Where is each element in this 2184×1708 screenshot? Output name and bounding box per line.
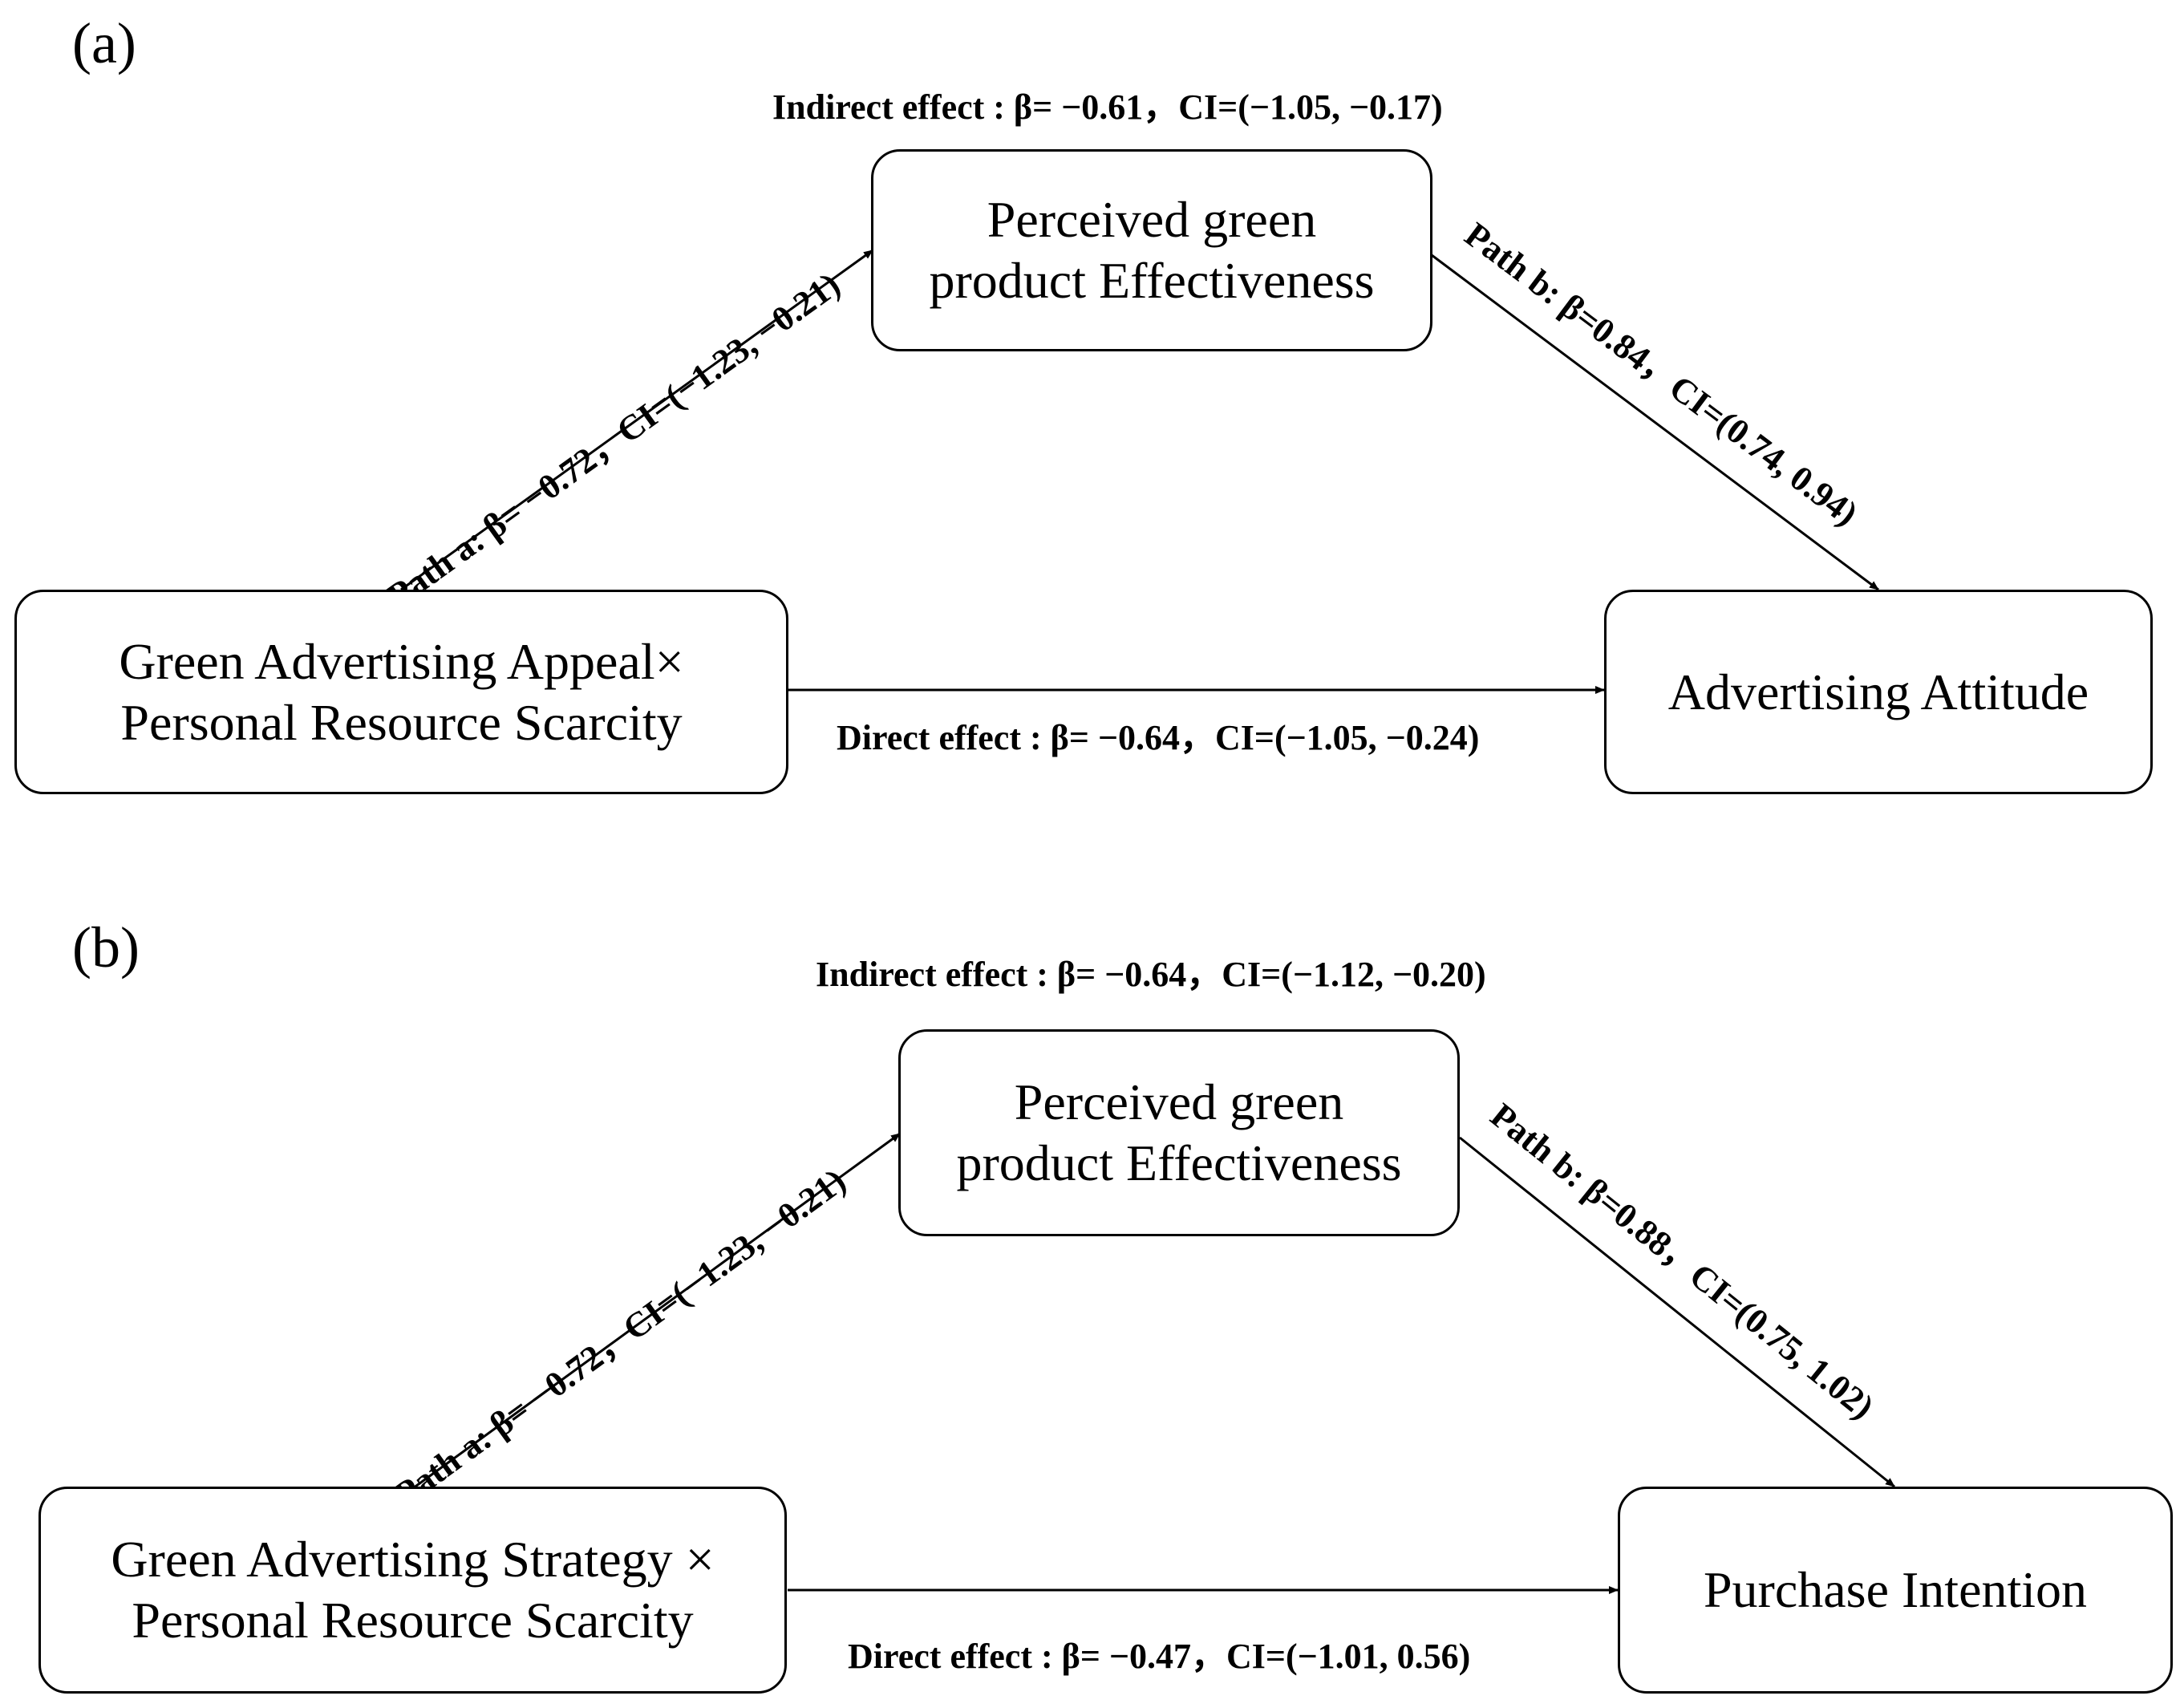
direct-effect-label-b: Direct effect : β= −0.47，CI=(−1.01, 0.56… <box>848 1637 1471 1676</box>
panel-label-a: (a) <box>72 11 136 75</box>
indirect-effect-label-a: Indirect effect : β= −0.61，CI=(−1.05, −0… <box>772 87 1443 127</box>
predictor-line-1-b: Green Advertising Strategy × <box>111 1531 715 1588</box>
indirect-effect-label-b: Indirect effect : β= −0.64，CI=(−1.12, −0… <box>816 955 1486 994</box>
path-a-arrow-a <box>400 249 873 591</box>
outcome-node-a: Advertising Attitude <box>1604 590 2153 794</box>
mediator-line-2-b: product Effectiveness <box>956 1134 1402 1191</box>
predictor-node-a: Green Advertising Appeal× Personal Resou… <box>14 590 788 794</box>
mediator-line-2-a: product Effectiveness <box>929 252 1375 309</box>
mediator-line-1-b: Perceived green <box>1014 1073 1344 1131</box>
predictor-line-2-a: Personal Resource Scarcity <box>120 693 683 751</box>
predictor-line-2-b: Personal Resource Scarcity <box>132 1592 694 1649</box>
path-a-arrow-b <box>412 1132 901 1490</box>
outcome-line-1-a: Advertising Attitude <box>1667 663 2089 720</box>
predictor-line-1-a: Green Advertising Appeal× <box>119 632 684 690</box>
mediator-line-1-a: Perceived green <box>987 191 1317 249</box>
mediator-node-b: Perceived green product Effectiveness <box>898 1029 1460 1236</box>
outcome-node-b: Purchase Intention <box>1618 1487 2173 1694</box>
direct-effect-label-a: Direct effect : β= −0.64，CI=(−1.05, −0.2… <box>837 718 1480 757</box>
predictor-node-b: Green Advertising Strategy × Personal Re… <box>38 1487 787 1694</box>
outcome-line-1-b: Purchase Intention <box>1703 1561 2088 1619</box>
mediator-node-a: Perceived green product Effectiveness <box>871 149 1432 351</box>
path-b-arrow-b <box>1459 1136 1895 1488</box>
path-b-arrow-a <box>1431 254 1879 591</box>
panel-label-b: (b) <box>72 915 140 980</box>
